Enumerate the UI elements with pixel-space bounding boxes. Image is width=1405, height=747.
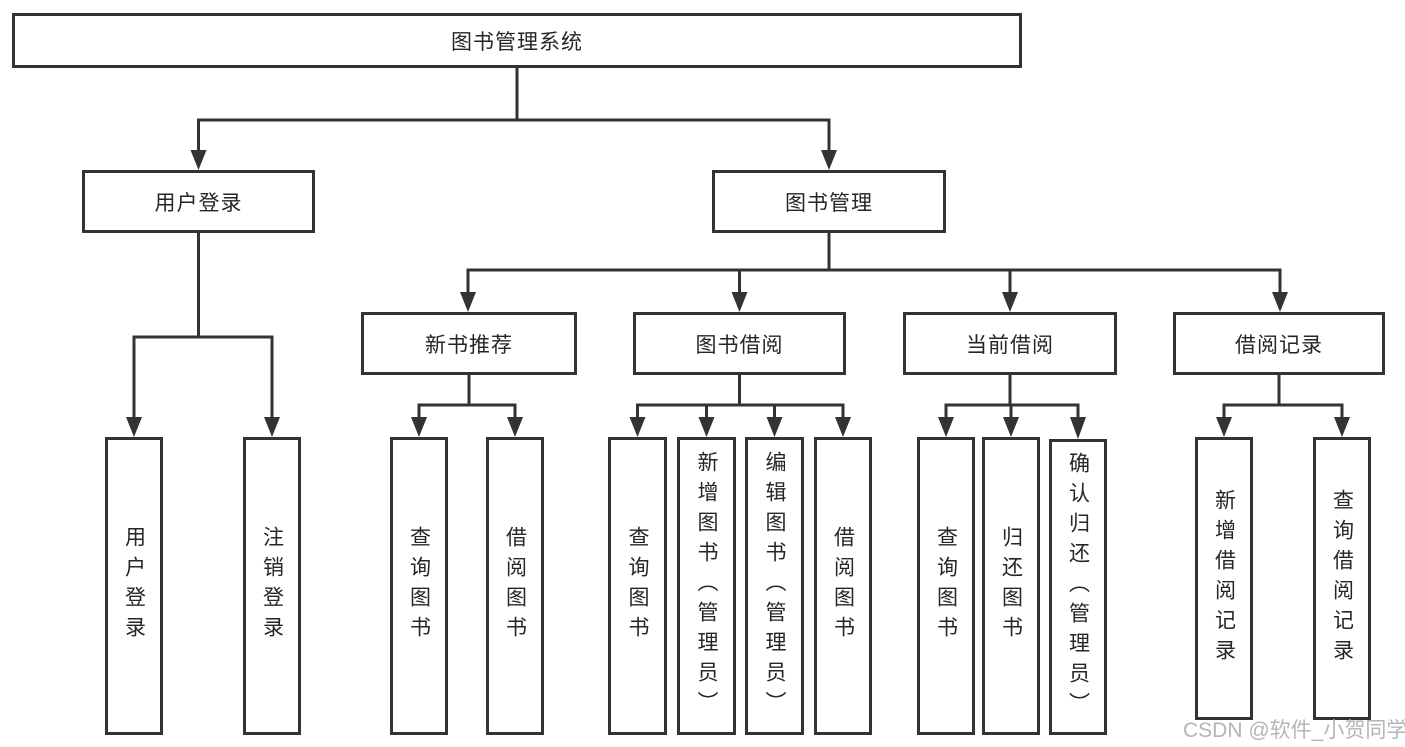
node-library-system: 图书管理系统 <box>12 13 1022 68</box>
node-current-borrow: 当前借阅 <box>903 312 1117 375</box>
node-user-login: 用户登录 <box>82 170 315 233</box>
leaf-return-books: 归还图书 <box>982 437 1040 735</box>
leaf-label: 编辑图书（管理员） <box>763 451 786 721</box>
leaf-current-query-books: 查询图书 <box>917 437 975 735</box>
leaf-label: 查询图书 <box>934 526 958 646</box>
node-book-management: 图书管理 <box>712 170 946 233</box>
connector-borrow-to-leaves <box>629 375 851 437</box>
leaf-recommend-borrow-books: 借阅图书 <box>486 437 544 735</box>
leaf-query-borrow-record: 查询借阅记录 <box>1313 437 1371 720</box>
connector-recommend-to-leaves <box>411 375 523 437</box>
leaf-label: 归还图书 <box>999 526 1023 646</box>
leaf-add-books-admin: 新增图书（管理员） <box>677 437 736 735</box>
leaf-confirm-return-admin: 确认归还（管理员） <box>1049 439 1107 735</box>
node-borrow-records: 借阅记录 <box>1173 312 1385 375</box>
leaf-label: 新增图书（管理员） <box>695 451 718 721</box>
connector-management-to-modules <box>460 233 1288 312</box>
node-label: 新书推荐 <box>425 333 513 357</box>
leaf-label: 借阅图书 <box>503 526 527 646</box>
leaf-label: 用户登录 <box>122 526 146 646</box>
leaf-borrow-books: 借阅图书 <box>814 437 872 735</box>
leaf-label: 查询图书 <box>407 526 431 646</box>
leaf-label: 新增借阅记录 <box>1212 488 1236 669</box>
node-label: 图书管理 <box>785 191 873 215</box>
node-label: 用户登录 <box>154 191 243 215</box>
node-book-borrow: 图书借阅 <box>633 312 846 375</box>
leaf-logout: 注销登录 <box>243 437 301 735</box>
leaf-label: 借阅图书 <box>831 526 855 646</box>
node-label: 图书管理系统 <box>451 30 583 54</box>
leaf-user-login: 用户登录 <box>105 437 163 735</box>
leaf-label: 查询图书 <box>626 526 649 646</box>
node-label: 图书借阅 <box>695 333 784 357</box>
csdn-watermark: CSDN @软件_小贺同学 <box>1183 719 1405 742</box>
connector-login-to-leaves <box>126 233 280 437</box>
connector-root-to-level2 <box>190 68 837 170</box>
leaf-label: 查询借阅记录 <box>1330 488 1354 669</box>
leaf-add-borrow-record: 新增借阅记录 <box>1195 437 1253 720</box>
connector-records-to-leaves <box>1216 375 1350 437</box>
node-label: 借阅记录 <box>1235 333 1323 357</box>
leaf-edit-books-admin: 编辑图书（管理员） <box>745 437 804 735</box>
leaf-recommend-query-books: 查询图书 <box>390 437 448 735</box>
leaf-label: 确认归还（管理员） <box>1066 452 1090 722</box>
connector-current-to-leaves <box>938 375 1086 439</box>
node-label: 当前借阅 <box>966 333 1054 357</box>
leaf-borrow-query-books: 查询图书 <box>608 437 667 735</box>
leaf-label: 注销登录 <box>260 526 284 646</box>
node-new-book-recommend: 新书推荐 <box>361 312 577 375</box>
